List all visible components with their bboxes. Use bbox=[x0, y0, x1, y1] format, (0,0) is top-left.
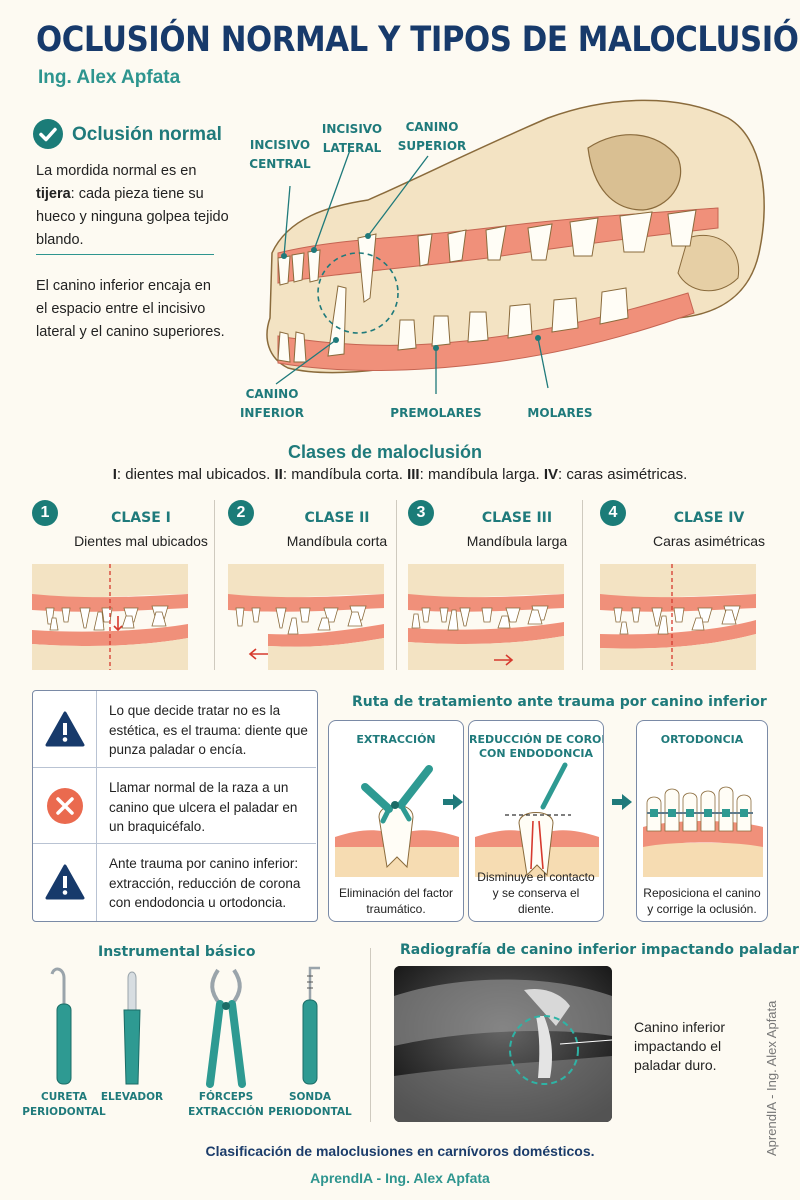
cross-icon bbox=[47, 788, 83, 824]
footer-credit: AprendIA - Ing. Alex Apfata bbox=[310, 1170, 490, 1186]
route-step-text: Eliminación del factor traumático. bbox=[338, 886, 454, 916]
warning-text: Lo que decide tratar no es la estética, … bbox=[109, 703, 308, 757]
extraction-illustration bbox=[335, 765, 459, 877]
route-step-title: EXTRACCIÓN bbox=[356, 733, 436, 746]
class-name: CLASE III bbox=[481, 510, 553, 526]
class-description: Dientes mal ubicados bbox=[74, 533, 208, 549]
page-title: OCLUSIÓN NORMAL Y TIPOS DE MALOCLUSIÓN bbox=[36, 20, 800, 60]
class-description: Mandíbula larga bbox=[466, 533, 568, 549]
class-number: 3 bbox=[408, 500, 434, 526]
class-card-1: 1 CLASE I Dientes mal ubicados bbox=[32, 500, 222, 676]
section-title-classes: Clases de maloclusión bbox=[287, 442, 483, 462]
class-1-jaw-illustration bbox=[32, 564, 188, 670]
curette-icon bbox=[50, 967, 72, 1085]
section-title-normal-occlusion: Oclusión normal bbox=[72, 124, 222, 145]
warning-row: Llamar normal de la raza a un canino que… bbox=[33, 767, 316, 843]
normal-occlusion-text: La mordida normal es en tijera: cada pie… bbox=[36, 163, 229, 248]
author: Ing. Alex Apfata bbox=[38, 67, 181, 88]
lower-canine-text: El canino inferior encaja en el espacio … bbox=[36, 278, 225, 340]
route-card-crown-reduction: REDUCCIÓN DE CORONA CON ENDODONCIA Dismi… bbox=[468, 720, 604, 922]
route-step-text: Disminuye el contacto y se conserva el d… bbox=[477, 870, 595, 916]
skull-illustration bbox=[266, 99, 765, 394]
warning-icon bbox=[45, 711, 85, 747]
route-title: Ruta de tratamiento ante trauma por cani… bbox=[352, 694, 767, 710]
arrow-right-icon bbox=[443, 794, 463, 810]
class-description: Mandíbula corta bbox=[286, 533, 388, 549]
instruments-title: Instrumental básico bbox=[98, 944, 256, 960]
label-central-incisor: INCISIVO CENTRAL bbox=[249, 138, 311, 171]
instrument-label: ELEVADOR bbox=[100, 1091, 164, 1103]
class-3-jaw-illustration bbox=[408, 564, 564, 670]
instrument-curette: CURETA PERIODONTAL bbox=[16, 964, 112, 1124]
instrument-label: CURETA PERIODONTAL bbox=[22, 1091, 106, 1118]
divider bbox=[370, 948, 371, 1122]
instrument-forceps: FÓRCEPS EXTRACCIÓN bbox=[178, 964, 274, 1124]
warning-text: Llamar normal de la raza a un canino que… bbox=[109, 780, 298, 834]
warning-text: Ante trauma por canino inferior: extracc… bbox=[109, 856, 301, 910]
route-step-text: Reposiciona el canino y corrige la oclus… bbox=[643, 886, 761, 916]
arrow-right-icon bbox=[612, 794, 632, 810]
class-card-4: 4 CLASE IV Caras asimétricas bbox=[600, 500, 790, 676]
route-card-extraction: EXTRACCIÓN Eliminación del factor traumá… bbox=[328, 720, 464, 922]
xray-title: Radiografía de canino inferior impactand… bbox=[400, 942, 799, 958]
check-circle-icon bbox=[33, 119, 63, 149]
class-name: CLASE IV bbox=[673, 510, 745, 526]
class-4-jaw-illustration bbox=[600, 564, 756, 670]
instrument-label: SONDA PERIODONTAL bbox=[268, 1091, 352, 1118]
footer-caption: Clasificación de maloclusiones en carnív… bbox=[205, 1143, 595, 1159]
class-name: CLASE II bbox=[304, 510, 370, 526]
class-card-3: 3 CLASE III Mandíbula larga bbox=[408, 500, 598, 676]
warnings-panel: Lo que decide tratar no es la estética, … bbox=[32, 690, 318, 922]
xray-image bbox=[394, 966, 612, 1122]
label-molars: MOLARES bbox=[527, 406, 593, 420]
class-number: 2 bbox=[228, 500, 254, 526]
warning-row: Lo que decide tratar no es la estética, … bbox=[33, 691, 316, 767]
divider bbox=[214, 500, 215, 670]
label-upper-canine: CANINO SUPERIOR bbox=[397, 120, 467, 153]
warning-icon bbox=[45, 864, 85, 900]
class-description: Caras asimétricas bbox=[652, 533, 766, 549]
orthodontics-illustration bbox=[643, 786, 763, 877]
crown-reduction-illustration bbox=[475, 762, 599, 877]
route-card-orthodontics: ORTODONCIA Reposiciona el canino y corri… bbox=[636, 720, 768, 922]
label-lateral-incisor: INCISIVO LATERAL bbox=[321, 122, 383, 155]
classes-summary: I: dientes mal ubicados. II: mandíbula c… bbox=[112, 466, 688, 483]
class-number: 4 bbox=[600, 500, 626, 526]
instrument-probe: SONDA PERIODONTAL bbox=[262, 964, 358, 1124]
elevator-icon bbox=[123, 971, 141, 1085]
route-step-title: ORTODONCIA bbox=[660, 733, 744, 746]
instrument-elevator: ELEVADOR bbox=[84, 964, 180, 1124]
divider bbox=[36, 254, 214, 255]
vertical-watermark: AprendIA - Ing. Alex Apfata bbox=[764, 1000, 779, 1156]
label-lower-canine: CANINO INFERIOR bbox=[239, 387, 305, 420]
class-name: CLASE I bbox=[111, 510, 171, 526]
class-card-2: 2 CLASE II Mandíbula corta bbox=[228, 500, 418, 676]
label-premolars: PREMOLARES bbox=[390, 406, 482, 420]
divider bbox=[396, 500, 397, 670]
route-step-title: REDUCCIÓN DE CORONA CON ENDODONCIA bbox=[469, 733, 603, 760]
divider bbox=[582, 500, 583, 670]
probe-icon bbox=[302, 966, 320, 1085]
forceps-icon bbox=[206, 968, 246, 1088]
class-2-jaw-illustration bbox=[228, 564, 384, 670]
xray-annotation: Canino inferior impactando el paladar du… bbox=[634, 1019, 726, 1073]
class-number: 1 bbox=[32, 500, 58, 526]
instrument-label: FÓRCEPS EXTRACCIÓN bbox=[188, 1091, 264, 1118]
warning-row: Ante trauma por canino inferior: extracc… bbox=[33, 843, 316, 921]
xray-skull-image bbox=[394, 966, 612, 1122]
